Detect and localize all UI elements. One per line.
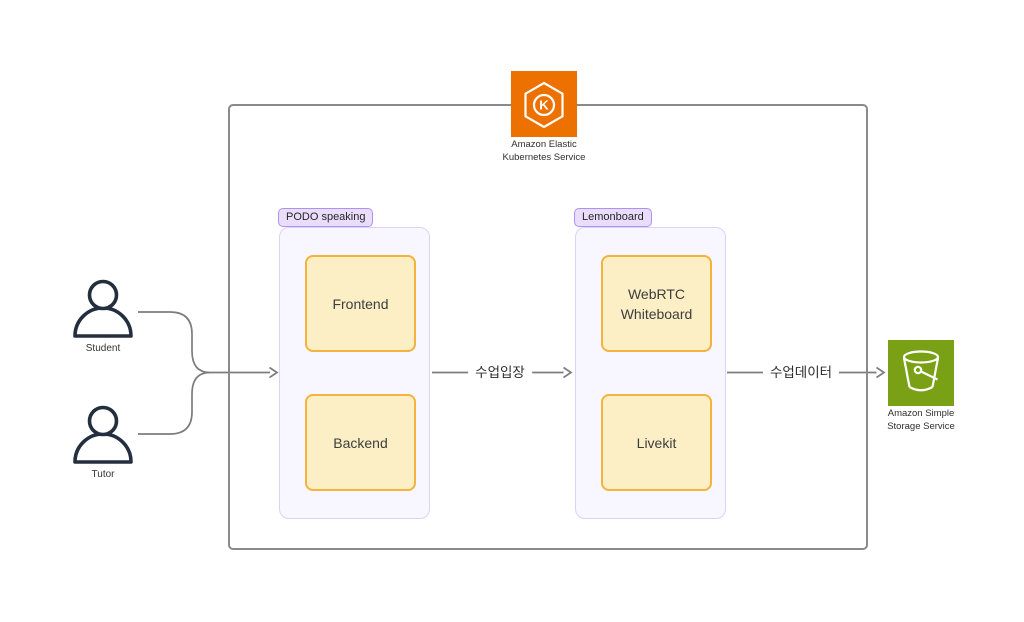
node-backend: Backend xyxy=(305,394,416,491)
group-podo-speaking: Frontend Backend xyxy=(279,227,430,519)
eks-caption-line2: Kubernetes Service xyxy=(502,151,586,163)
student-label: Student xyxy=(85,343,121,354)
group-label-lemonboard: Lemonboard xyxy=(574,208,652,227)
tutor-label: Tutor xyxy=(91,469,115,480)
eks-monogram: K xyxy=(539,98,549,113)
s3-caption-line1: Amazon Simple xyxy=(887,408,955,419)
arrow-label-class-entry: 수업입장 xyxy=(468,364,532,381)
tutor-person-icon xyxy=(73,404,133,464)
student-person-icon xyxy=(73,278,133,338)
node-livekit: Livekit xyxy=(601,394,712,491)
eks-caption-line1: Amazon Elastic xyxy=(511,139,577,150)
arrow-label-class-data: 수업데이터 xyxy=(762,364,840,381)
node-frontend: Frontend xyxy=(305,255,416,352)
node-webrtc-whiteboard: WebRTC Whiteboard xyxy=(601,255,712,352)
group-lemonboard: WebRTC Whiteboard Livekit xyxy=(575,227,726,519)
s3-caption: Amazon Simple Storage Service xyxy=(851,408,991,433)
eks-service-icon: K xyxy=(511,71,577,137)
s3-caption-line2: Storage Service xyxy=(887,420,955,432)
eks-caption: Amazon Elastic Kubernetes Service xyxy=(474,139,614,164)
s3-service-icon xyxy=(888,340,954,406)
group-label-podo-speaking: PODO speaking xyxy=(278,208,374,227)
tutor-connector xyxy=(138,371,211,435)
arrowhead xyxy=(876,366,886,379)
